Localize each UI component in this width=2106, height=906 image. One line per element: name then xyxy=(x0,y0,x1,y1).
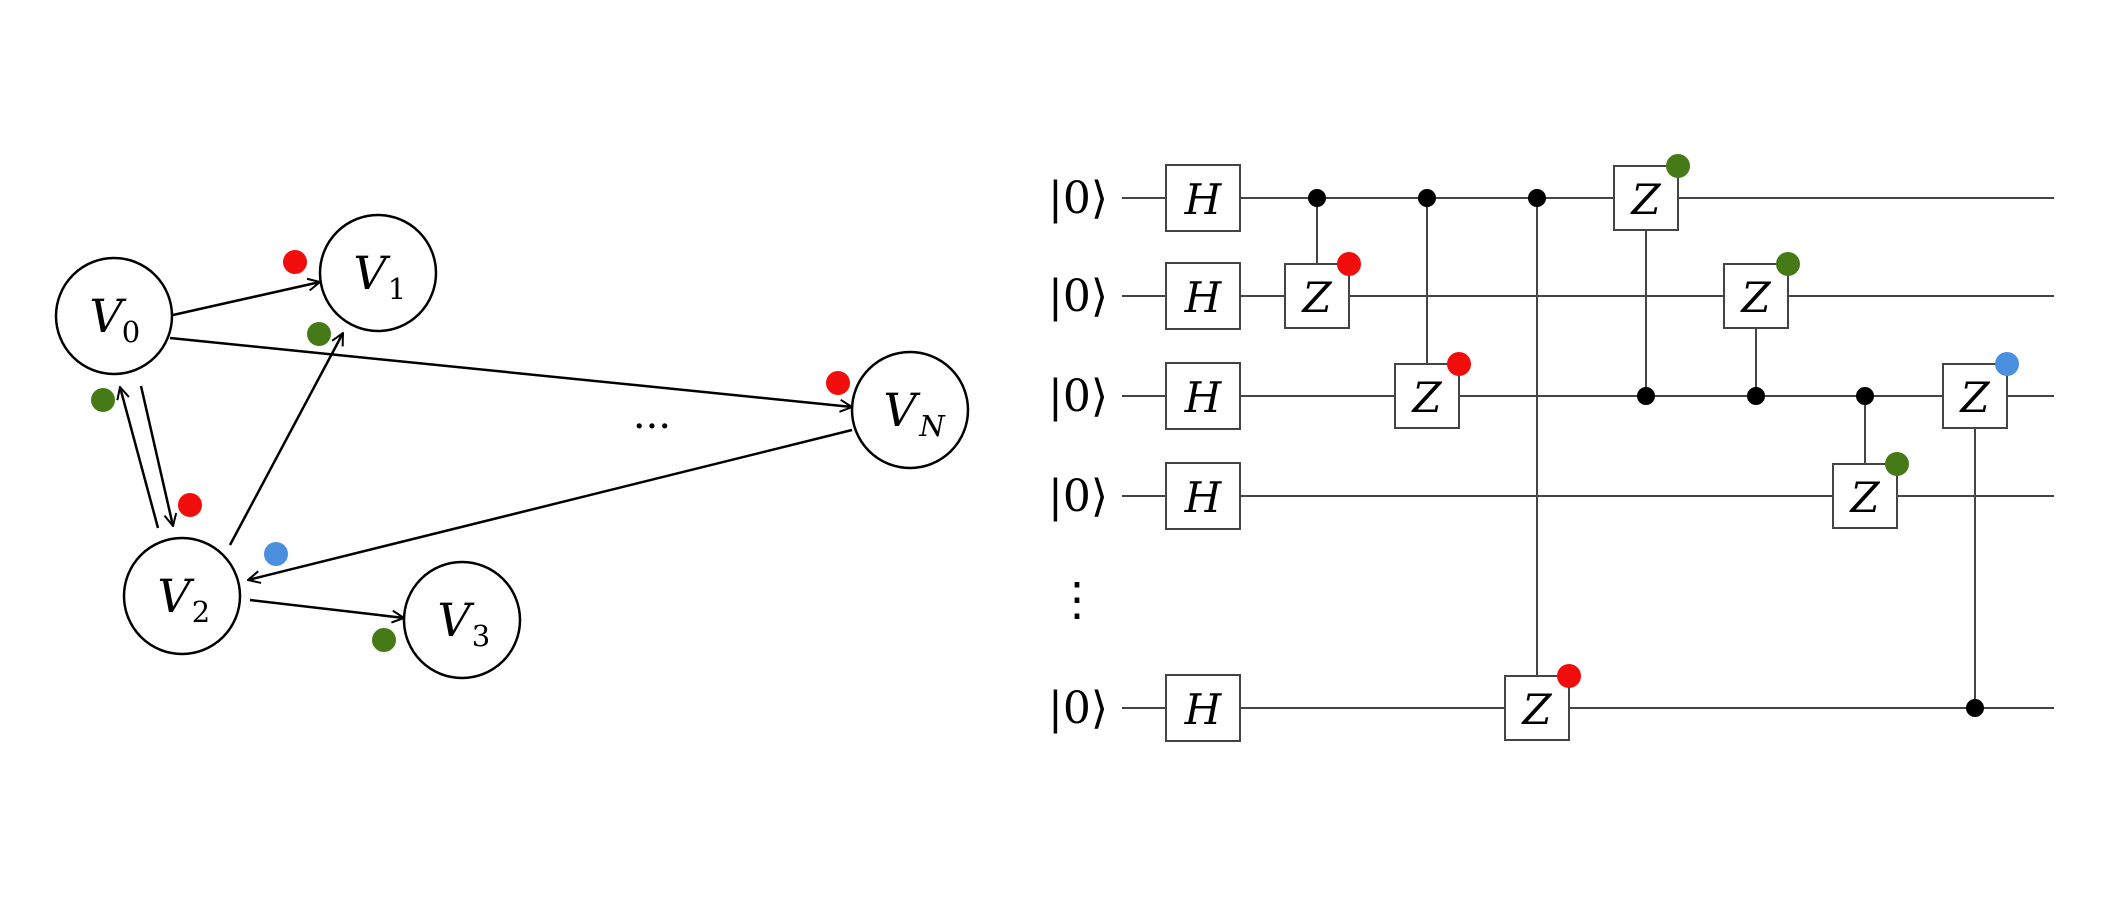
node-v1-subscript: 1 xyxy=(388,272,406,306)
qubit-label: |0⟩ xyxy=(1048,271,1108,322)
marker-dot-red xyxy=(178,493,202,517)
edge-v2-v1 xyxy=(228,333,345,546)
edge-v0-v1 xyxy=(172,282,320,317)
graph-panel: V 0 V 1 V 2 V 3 V N xyxy=(54,213,970,680)
h-gate: H xyxy=(1165,674,1241,742)
qubit-label: |0⟩ xyxy=(1048,683,1108,734)
h-gate: H xyxy=(1165,462,1241,530)
marker-dot-blue xyxy=(264,542,288,566)
edge-vn-v2 xyxy=(248,428,853,580)
z-gate-label: Z xyxy=(1848,473,1880,522)
node-v2: V 2 xyxy=(122,536,242,656)
control-dot xyxy=(1637,387,1655,405)
graph-ellipsis: ··· xyxy=(633,404,671,450)
control-dot xyxy=(1308,189,1326,207)
edge-markers xyxy=(91,250,850,652)
node-v3-subscript: 3 xyxy=(472,619,490,653)
edge-v0-vn xyxy=(169,336,852,407)
vertical-ellipsis: ⋮ xyxy=(1054,572,1100,626)
marker-dot-blue xyxy=(1995,352,2019,376)
h-gate-label: H xyxy=(1184,373,1223,422)
z-gate: Z xyxy=(1504,664,1581,741)
z-gate: Z xyxy=(1613,154,1690,231)
control-dot xyxy=(1856,387,1874,405)
h-gate-label: H xyxy=(1184,273,1223,322)
h-gate: H xyxy=(1165,262,1241,330)
z-gate: Z xyxy=(1284,252,1361,329)
control-dot xyxy=(1966,699,1984,717)
node-v3-label: V xyxy=(437,593,475,647)
z-gate-label: Z xyxy=(1520,685,1552,734)
z-gate: Z xyxy=(1394,352,1471,429)
control-dot xyxy=(1418,189,1436,207)
z-gate-label: Z xyxy=(1739,273,1771,322)
node-v2-label: V xyxy=(157,569,195,623)
graph-nodes: V 0 V 1 V 2 V 3 V N xyxy=(54,213,970,680)
marker-dot-green xyxy=(91,388,115,412)
marker-dot-red xyxy=(826,371,850,395)
z-gate-label: Z xyxy=(1410,373,1442,422)
z-gate: Z xyxy=(1832,452,1909,529)
node-v2-subscript: 2 xyxy=(192,595,210,629)
node-vn-subscript: N xyxy=(918,409,946,443)
marker-dot-green xyxy=(307,322,331,346)
cz-connectors xyxy=(1316,198,1976,708)
z-gate-label: Z xyxy=(1629,175,1661,224)
qubit-label: |0⟩ xyxy=(1048,371,1108,422)
qubit-label: |0⟩ xyxy=(1048,173,1108,224)
edge-v2-v3 xyxy=(249,598,404,618)
h-gate-label: H xyxy=(1184,175,1223,224)
node-vn: V N xyxy=(850,350,970,470)
h-gate-label: H xyxy=(1184,473,1223,522)
graph-edges xyxy=(120,282,852,618)
marker-dot-green xyxy=(1666,154,1690,178)
z-gates: Z Z Z Z Z xyxy=(1284,154,2019,741)
marker-dot-red xyxy=(1337,252,1361,276)
h-gate: H xyxy=(1165,362,1241,430)
node-v1: V 1 xyxy=(318,213,438,333)
control-dot xyxy=(1747,387,1765,405)
z-gate: Z xyxy=(1942,352,2019,429)
edge-v0-v2 xyxy=(139,385,173,526)
node-vn-label: V xyxy=(883,383,921,437)
marker-dot-red xyxy=(1447,352,1471,376)
qubit-wires xyxy=(1122,197,2054,709)
z-gate-label: Z xyxy=(1300,273,1332,322)
marker-dot-red xyxy=(283,250,307,274)
marker-dot-red xyxy=(1557,664,1581,688)
control-dot xyxy=(1528,189,1546,207)
z-gate: Z xyxy=(1723,252,1800,329)
node-v0: V 0 xyxy=(54,256,174,376)
hadamard-gates: H H H H H xyxy=(1165,164,1241,742)
marker-dot-green xyxy=(1776,252,1800,276)
edge-v2-v0 xyxy=(120,387,160,529)
h-gate: H xyxy=(1165,164,1241,232)
circuit-panel: |0⟩ |0⟩ |0⟩ |0⟩ |0⟩ ⋮ H H xyxy=(1048,154,2054,742)
qubit-labels: |0⟩ |0⟩ |0⟩ |0⟩ |0⟩ ⋮ xyxy=(1048,173,1108,734)
node-v3: V 3 xyxy=(402,560,522,680)
control-dots xyxy=(1308,189,1984,717)
node-v0-subscript: 0 xyxy=(122,315,140,349)
node-v0-label: V xyxy=(89,289,127,343)
h-gate-label: H xyxy=(1184,685,1223,734)
marker-dot-green xyxy=(372,628,396,652)
z-gate-label: Z xyxy=(1958,373,1990,422)
qubit-label: |0⟩ xyxy=(1048,471,1108,522)
node-v1-label: V xyxy=(353,246,391,300)
marker-dot-green xyxy=(1885,452,1909,476)
